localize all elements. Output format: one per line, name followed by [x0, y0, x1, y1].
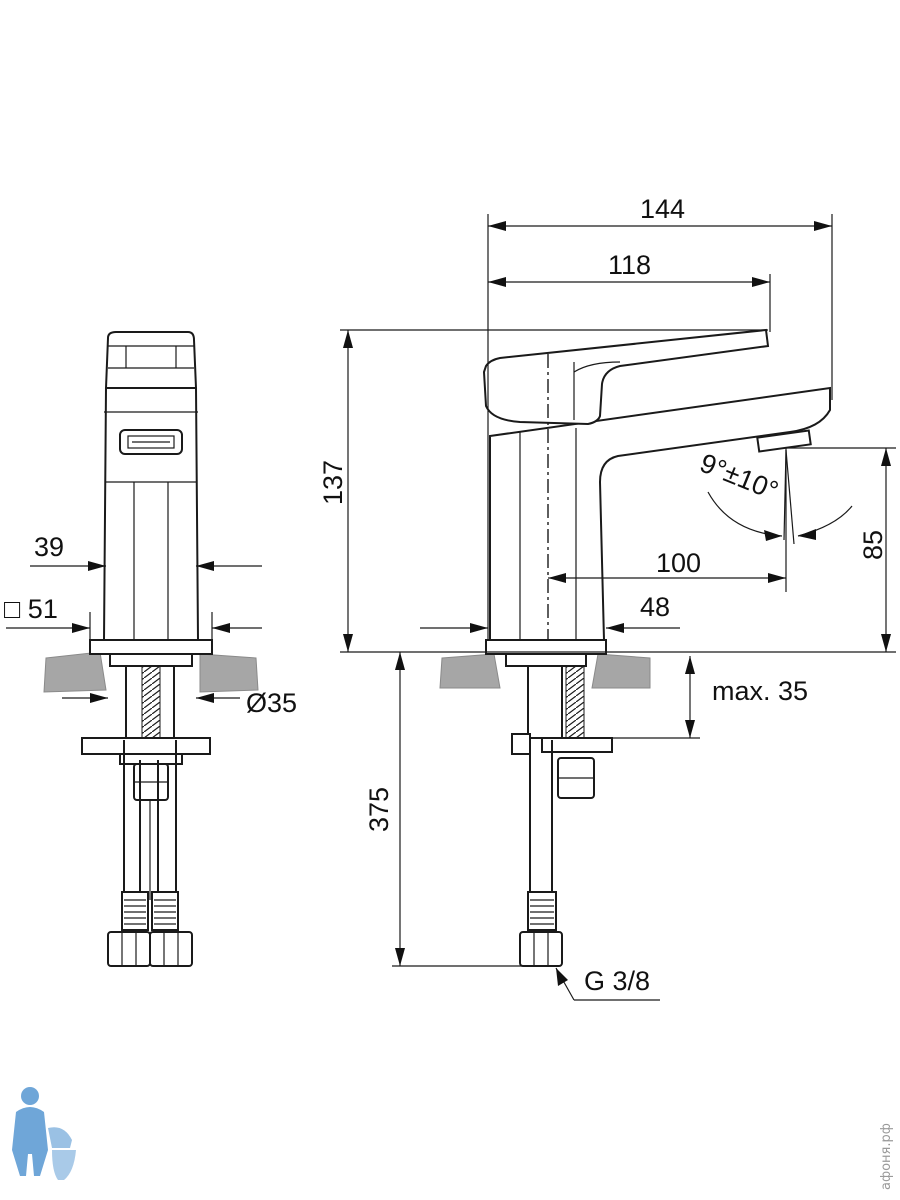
dim-hose-length: 375	[364, 787, 394, 832]
side-hose	[529, 740, 553, 900]
countertop-side-right	[591, 653, 651, 689]
side-aerator	[756, 429, 812, 453]
countertop-side-left	[439, 653, 501, 689]
front-mounting-plate	[81, 737, 211, 755]
side-mounting-plate	[541, 737, 613, 753]
dim-spout-angle: 9°±10°	[696, 448, 783, 506]
watermark-site: афоня.рф	[879, 1123, 894, 1190]
dim-body-width: 39	[34, 532, 64, 562]
front-body	[102, 387, 200, 641]
side-lever	[482, 328, 770, 426]
front-connection-nut-right	[149, 931, 193, 967]
dim-base-offset: 48	[640, 592, 670, 622]
side-thread	[565, 665, 585, 739]
front-connection-nut-left	[107, 931, 151, 967]
dim-hole-diameter: Ø35	[246, 688, 297, 718]
front-hose-left	[123, 740, 141, 900]
dim-max-thickness: max. 35	[712, 676, 808, 706]
front-thread	[141, 665, 161, 739]
front-view: 39 □ 51 Ø35	[4, 331, 297, 967]
dim-lever-length: 118	[608, 250, 651, 280]
countertop-right	[199, 653, 259, 693]
dim-base-square: □ 51	[4, 594, 58, 624]
front-base	[89, 639, 213, 655]
plumber-mascot-icon	[12, 1087, 76, 1180]
dim-spout-reach: 100	[656, 548, 701, 578]
side-body-spout	[489, 386, 831, 641]
dim-spout-height: 85	[858, 530, 888, 560]
side-connection-nut	[519, 931, 563, 967]
front-handle	[104, 331, 198, 389]
dim-connection-thread: G 3/8	[584, 966, 650, 996]
countertop-left	[43, 651, 107, 693]
front-hose-right	[157, 740, 177, 900]
side-view: 144 118 137 85 100 48	[318, 194, 896, 1001]
dim-overall-length: 144	[640, 194, 685, 224]
dim-height: 137	[318, 460, 348, 505]
